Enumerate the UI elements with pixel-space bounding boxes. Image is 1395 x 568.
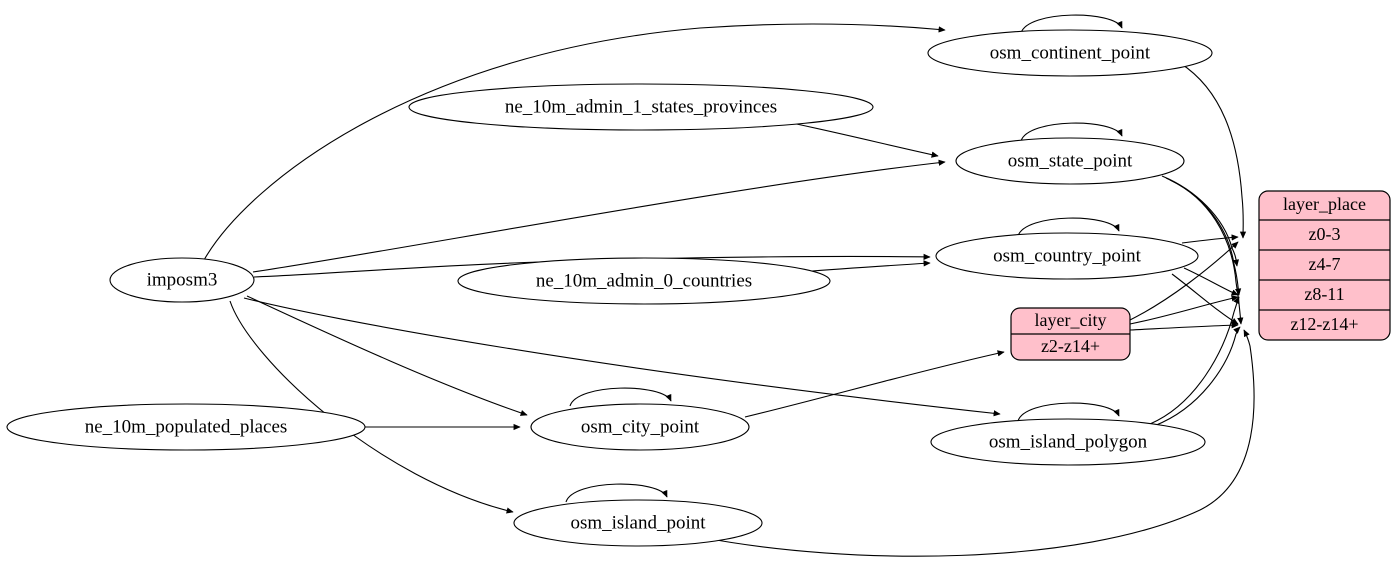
edge-osm-country-point-to-layer-place-z8-11 — [1183, 267, 1239, 296]
edge-osm-city-point-to-layer-city — [744, 350, 1005, 418]
node-ne-10m-admin-0-countries-label: ne_10m_admin_0_countries — [536, 270, 752, 291]
layer-place-box — [1258, 190, 1391, 341]
node-osm-continent-point[interactable]: osm_continent_point — [927, 29, 1213, 77]
layer-place-header-label: layer_place — [1283, 194, 1366, 214]
self-loop-osm-state-point — [1020, 122, 1123, 142]
node-layer: imposm3 ne_10m_admin_1_states_provinces … — [6, 29, 1391, 547]
node-imposm3-label: imposm3 — [147, 269, 218, 290]
edge-layer-city-to-layer-place-z0-3 — [1129, 241, 1239, 321]
edge-imposm3-to-osm-island-polygon — [243, 297, 1001, 417]
layer-place-row-z12-z14[interactable]: z12-z14+ — [1290, 314, 1358, 334]
node-ne-10m-populated-places-label: ne_10m_populated_places — [85, 416, 288, 437]
node-osm-country-point-label: osm_country_point — [993, 245, 1141, 266]
edge-imposm3-to-osm-state-point — [252, 159, 946, 273]
edge-imposm3-to-osm-continent-point — [203, 23, 946, 261]
node-osm-city-point[interactable]: osm_city_point — [530, 403, 750, 451]
edge-osm-country-point-to-layer-place-z4-7 — [1181, 234, 1239, 244]
node-osm-state-point[interactable]: osm_state_point — [955, 137, 1185, 185]
edge-imposm3-to-osm-city-point — [246, 295, 528, 416]
node-osm-state-point-label: osm_state_point — [1008, 150, 1133, 171]
node-osm-continent-point-label: osm_continent_point — [990, 42, 1151, 63]
edge-ne-admin1-to-osm-state-point — [786, 121, 939, 158]
node-osm-island-point-label: osm_island_point — [570, 512, 706, 533]
self-loop-osm-city-point — [569, 387, 672, 407]
edge-osm-island-point-to-layer-place-z12-z14 — [699, 329, 1255, 557]
edge-osm-continent-point-to-layer-place-z0-3 — [1179, 62, 1247, 239]
node-osm-island-polygon[interactable]: osm_island_polygon — [930, 418, 1206, 466]
layer-city-row-z2-z14[interactable]: z2-z14+ — [1041, 336, 1100, 356]
edge-ne-admin0-to-osm-country-point — [799, 260, 931, 273]
node-osm-country-point[interactable]: osm_country_point — [935, 232, 1199, 280]
node-osm-island-point[interactable]: osm_island_point — [513, 499, 763, 547]
edge-osm-island-polygon-to-layer-place-z12-z14 — [1153, 326, 1241, 427]
self-loop-osm-country-point — [1017, 217, 1120, 237]
node-imposm3[interactable]: imposm3 — [109, 257, 255, 303]
node-ne-10m-admin-1-states-provinces-label: ne_10m_admin_1_states_provinces — [505, 96, 777, 117]
self-loop-osm-continent-point — [1020, 14, 1123, 34]
node-ne-10m-admin-1-states-provinces[interactable]: ne_10m_admin_1_states_provinces — [408, 83, 874, 131]
edge-osm-state-point-to-layer-place-z12-z14 — [1169, 179, 1244, 325]
node-osm-city-point-label: osm_city_point — [581, 416, 700, 437]
node-layer-city[interactable]: layer_city z2-z14+ — [1010, 307, 1131, 361]
edge-layer-city-to-layer-place-z8-11 — [1129, 295, 1239, 325]
node-layer-place[interactable]: layer_place z0-3 z4-7 z8-11 z12-z14+ — [1258, 190, 1391, 341]
node-ne-10m-populated-places[interactable]: ne_10m_populated_places — [6, 403, 366, 451]
node-osm-island-polygon-label: osm_island_polygon — [989, 431, 1148, 452]
edge-layer-city-to-layer-place-z12-z14 — [1129, 322, 1239, 331]
layer-city-header-label: layer_city — [1035, 310, 1107, 330]
edge-osm-island-polygon-to-layer-place-z8-11 — [1149, 296, 1240, 425]
layer-place-row-z8-11[interactable]: z8-11 — [1304, 284, 1344, 304]
layer-place-row-z4-7[interactable]: z4-7 — [1309, 254, 1341, 274]
self-loop-osm-island-point — [565, 483, 668, 503]
layer-place-row-z0-3[interactable]: z0-3 — [1309, 224, 1341, 244]
self-loop-osm-island-polygon — [1017, 402, 1120, 422]
node-ne-10m-admin-0-countries[interactable]: ne_10m_admin_0_countries — [457, 257, 831, 305]
